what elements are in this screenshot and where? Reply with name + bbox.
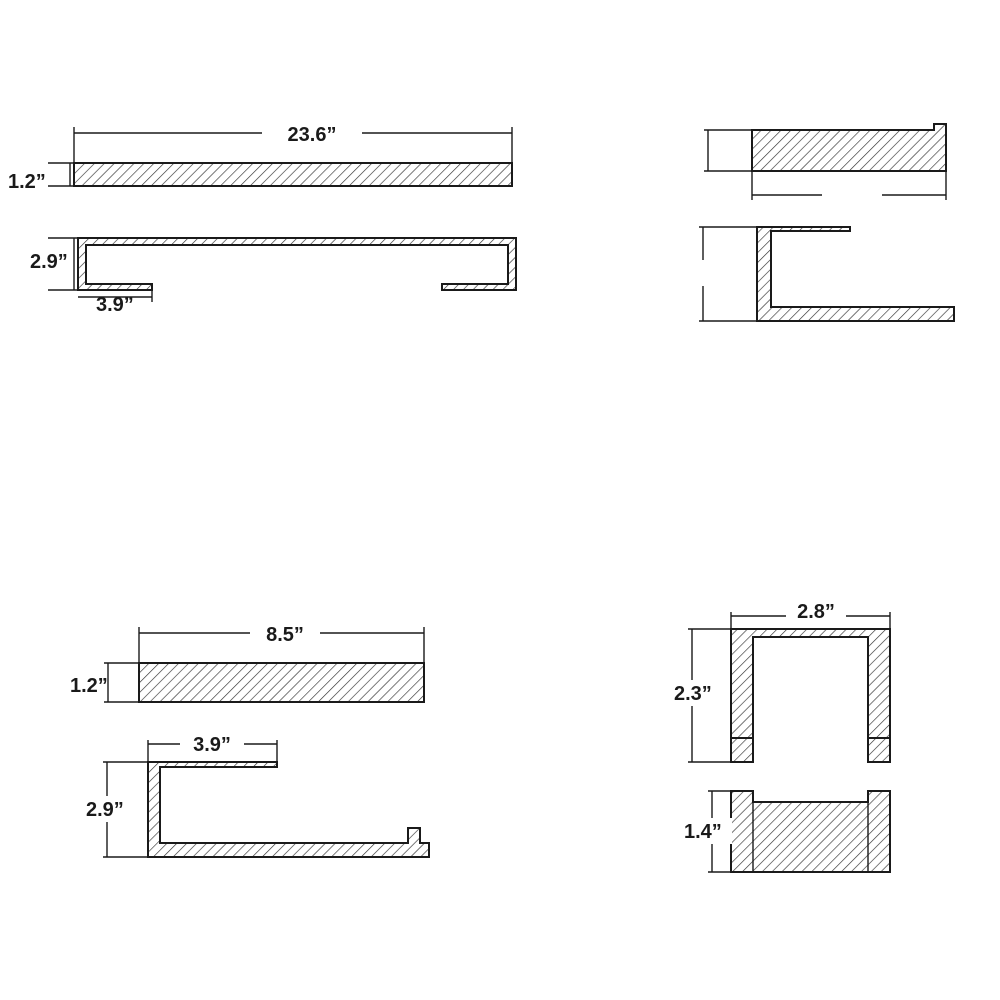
robe-hook-depth-dimension: 1.4”	[682, 790, 732, 873]
towel-bar-top-view	[73, 162, 513, 187]
robe-hook-height-label: 2.3”	[674, 683, 712, 705]
towel-bar-length-label: 23.6”	[288, 124, 337, 146]
paper-holder-arm-dimension: 3.9”	[147, 732, 278, 762]
towel-bar-hook-dimension: 3.9”	[78, 290, 153, 316]
paper-holder-length-dimension: 8.5”	[138, 620, 425, 663]
robe-hook-side-view	[730, 790, 891, 873]
small-shelf-top-view	[751, 123, 947, 172]
towel-bar-length-dimension: 23.6”	[73, 120, 513, 163]
robe-hook-height-dimension: 2.3”	[672, 628, 731, 763]
paper-holder-depth-dimension: 2.9”	[84, 761, 148, 858]
towel-bar-depth-label: 2.9”	[30, 251, 68, 273]
paper-holder-side-view	[147, 761, 430, 858]
small-shelf-length-dimension	[751, 171, 947, 207]
robe-hook-width-dimension: 2.8”	[730, 598, 891, 629]
small-shelf-depth-dimension	[680, 226, 757, 322]
paper-holder-top-view	[138, 662, 425, 703]
towel-bar-thickness-dimension: 1.2”	[8, 162, 74, 193]
robe-hook-front-view	[730, 628, 891, 763]
towel-bar-hook-label: 3.9”	[96, 294, 134, 316]
paper-holder-depth-label: 2.9”	[86, 799, 124, 821]
robe-hook-depth-label: 1.4”	[684, 821, 722, 843]
towel-bar-side-view	[77, 237, 517, 291]
towel-bar-thickness-label: 1.2”	[8, 171, 46, 193]
paper-holder-arm-label: 3.9”	[193, 734, 231, 756]
paper-holder-thickness-label: 1.2”	[70, 675, 108, 697]
towel-bar-depth-dimension: 2.9”	[30, 237, 78, 291]
paper-holder-thickness-dimension: 1.2”	[70, 662, 139, 703]
small-shelf-side-view	[756, 226, 955, 322]
small-shelf-thickness-dimension	[704, 129, 752, 172]
robe-hook-width-label: 2.8”	[797, 601, 835, 623]
paper-holder-length-label: 8.5”	[266, 624, 304, 646]
